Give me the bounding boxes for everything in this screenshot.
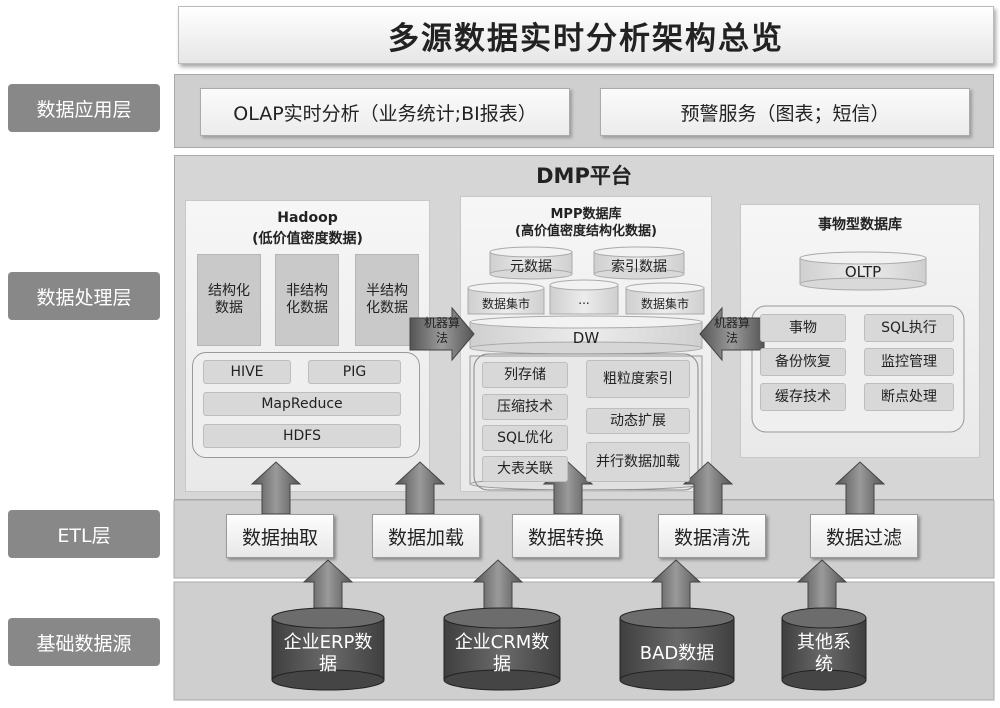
txn-feature-sql-exec: SQL执行 [864,314,954,342]
up-arrow-etl-4 [682,461,734,515]
crm-cylinder [443,607,561,691]
txn-feature-transaction: 事物 [760,314,846,342]
hdfs-box: HDFS [203,424,401,448]
up-arrow-src-2 [472,559,524,613]
layer-label-processing: 数据处理层 [8,272,160,320]
data-mart-cylinder-1 [467,282,545,315]
bad-data-cylinder [619,607,735,691]
data-mart-ellipsis-label: ... [578,293,590,307]
alert-service-box: 预警服务（图表；短信） [600,88,970,136]
mpp-feature-big-table-join: 大表关联 [482,456,568,482]
ml-algorithm-left-label: 机器算法 [424,316,461,345]
arrow-left-into-dw [699,306,765,362]
transaction-db-title: 事物型数据库 [818,217,902,233]
etl-clean-box: 数据清洗 [658,514,766,558]
up-arrow-etl-5 [834,461,886,515]
mpp-feature-dynamic-scaling: 动态扩展 [586,408,690,434]
etl-extract-box: 数据抽取 [226,514,334,558]
etl-transform-box: 数据转换 [512,514,620,558]
up-arrow-src-4 [796,559,848,613]
mpp-features-frame [473,353,699,491]
up-arrow-src-1 [302,559,354,613]
txn-feature-monitoring: 监控管理 [864,348,954,376]
data-mart-cylinder-ellipsis [549,279,619,315]
layer-label-etl: ETL层 [8,510,160,558]
hadoop-subtitle: (低价值密度数据) [252,231,363,247]
pig-box: PIG [308,360,401,384]
erp-cylinder [271,607,385,691]
data-mart-cylinder-2 [625,282,705,315]
up-arrow-etl-1 [250,461,302,515]
page-title: 多源数据实时分析架构总览 [178,6,994,64]
mpp-feature-sql-optimization: SQL优化 [482,425,568,451]
crm-source-label: 企业CRM数据 [454,632,550,675]
structured-data-box: 结构化数据 [197,254,261,346]
arrow-right-into-dw [409,306,475,362]
oltp-cylinder [799,251,927,291]
txn-feature-breakpoint: 断点处理 [864,383,954,411]
layer-label-source: 基础数据源 [8,618,160,666]
olap-box: OLAP实时分析（业务统计;BI报表） [200,88,570,136]
txn-feature-backup-restore: 备份恢复 [760,348,846,376]
semistructured-data-box: 半结构化数据 [355,254,419,346]
up-arrow-src-3 [650,559,702,613]
oltp-label: OLTP [844,263,882,281]
other-systems-cylinder [781,607,867,691]
other-systems-source-label: 其他系统 [797,632,851,675]
up-arrow-etl-2 [394,461,446,515]
data-mart-label-2: 数据集市 [640,297,689,311]
meta-data-label: 元数据 [510,259,552,275]
ml-algorithm-right-label: 机器算法 [714,316,751,345]
txn-feature-caching: 缓存技术 [760,383,846,411]
mpp-subtitle: (高价值密度结构化数据) [515,224,657,239]
hadoop-title: Hadoop [277,210,338,226]
dw-cylinder [469,315,703,355]
bad-data-source-label: BAD数据 [639,643,715,664]
erp-source-label: 企业ERP数据 [283,632,373,675]
dw-label: DW [572,329,600,347]
data-mart-label-1: 数据集市 [481,297,530,311]
mpp-feature-coarse-index: 粗粒度索引 [586,360,690,398]
mapreduce-box: MapReduce [203,392,401,416]
mpp-feature-compression: 压缩技术 [482,394,568,420]
mpp-feature-parallel-load: 并行数据加载 [586,442,690,482]
index-data-cylinder [593,246,685,280]
layer-label-app: 数据应用层 [8,84,160,132]
etl-filter-box: 数据过滤 [810,514,918,558]
unstructured-data-box: 非结构化数据 [275,254,339,346]
meta-data-cylinder [489,246,573,280]
index-data-label: 索引数据 [611,259,667,275]
hive-box: HIVE [203,360,291,384]
mpp-feature-columnar: 列存储 [482,362,568,388]
mpp-title: MPP数据库 [550,207,622,222]
dmp-title: DMP平台 [536,164,632,188]
etl-load-box: 数据加载 [372,514,480,558]
